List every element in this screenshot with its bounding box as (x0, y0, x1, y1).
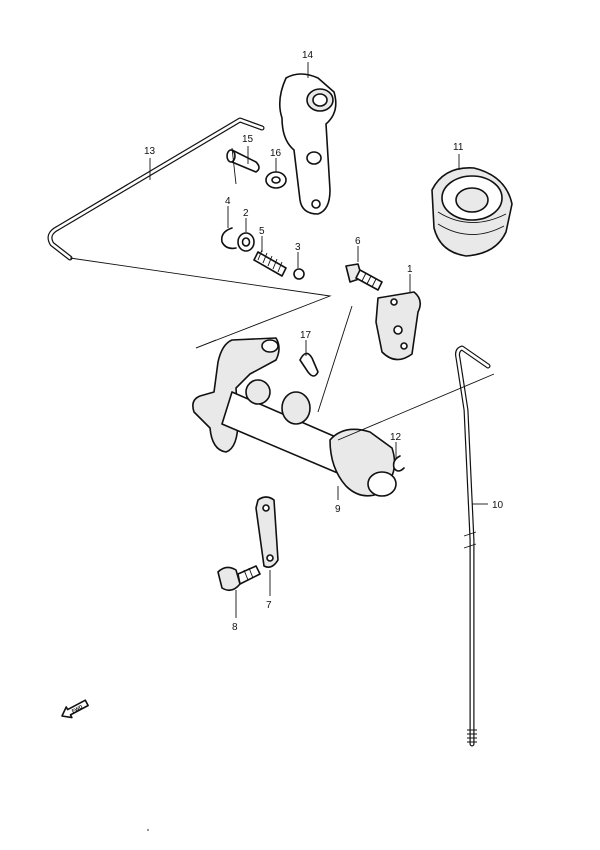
part-12-clip[interactable] (392, 455, 405, 472)
part-5-spring[interactable] (253, 249, 287, 277)
label-3: 3 (295, 242, 301, 253)
part-3-ball[interactable] (293, 268, 305, 280)
part-9-shift-shaft[interactable] (192, 337, 397, 497)
label-8: 8 (232, 622, 238, 633)
part-7-link-plate[interactable] (255, 496, 279, 568)
label-16: 16 (270, 148, 282, 159)
label-14: 14 (302, 50, 314, 61)
label-10: 10 (492, 500, 504, 511)
fwd-label: FWD (71, 704, 84, 715)
part-15-pin[interactable] (226, 149, 260, 173)
label-15: 15 (242, 134, 254, 145)
part-16-washer[interactable] (265, 171, 287, 189)
part-10-long-rod[interactable] (455, 345, 491, 747)
part-2-washer[interactable] (237, 232, 255, 252)
part-1-bracket[interactable] (375, 291, 422, 361)
label-13: 13 (144, 146, 156, 157)
fwd-direction-marker: FWD (61, 699, 89, 719)
label-1: 1 (407, 264, 413, 275)
label-17: 17 (300, 330, 312, 341)
callout-labels: 14 11 13 15 16 4 2 5 3 6 1 17 12 9 10 7 … (144, 50, 504, 633)
part-13-wire-rod[interactable] (47, 117, 265, 261)
part-4-snap-ring[interactable] (220, 227, 237, 250)
part-17-cotter-pin[interactable] (299, 352, 319, 377)
label-12: 12 (390, 432, 402, 443)
part-6-bolt[interactable] (345, 263, 383, 291)
part-11-grommet[interactable] (431, 167, 513, 257)
part-8-bolt[interactable] (217, 565, 261, 592)
label-7: 7 (266, 600, 272, 611)
label-6: 6 (355, 236, 361, 247)
label-2: 2 (243, 208, 249, 219)
label-11: 11 (453, 142, 464, 153)
leader-lines (149, 62, 488, 618)
label-4: 4 (225, 196, 231, 207)
part-14-shift-lever[interactable] (278, 73, 337, 215)
label-5: 5 (259, 226, 265, 237)
assembly-lines (69, 147, 495, 441)
label-9: 9 (335, 504, 341, 515)
